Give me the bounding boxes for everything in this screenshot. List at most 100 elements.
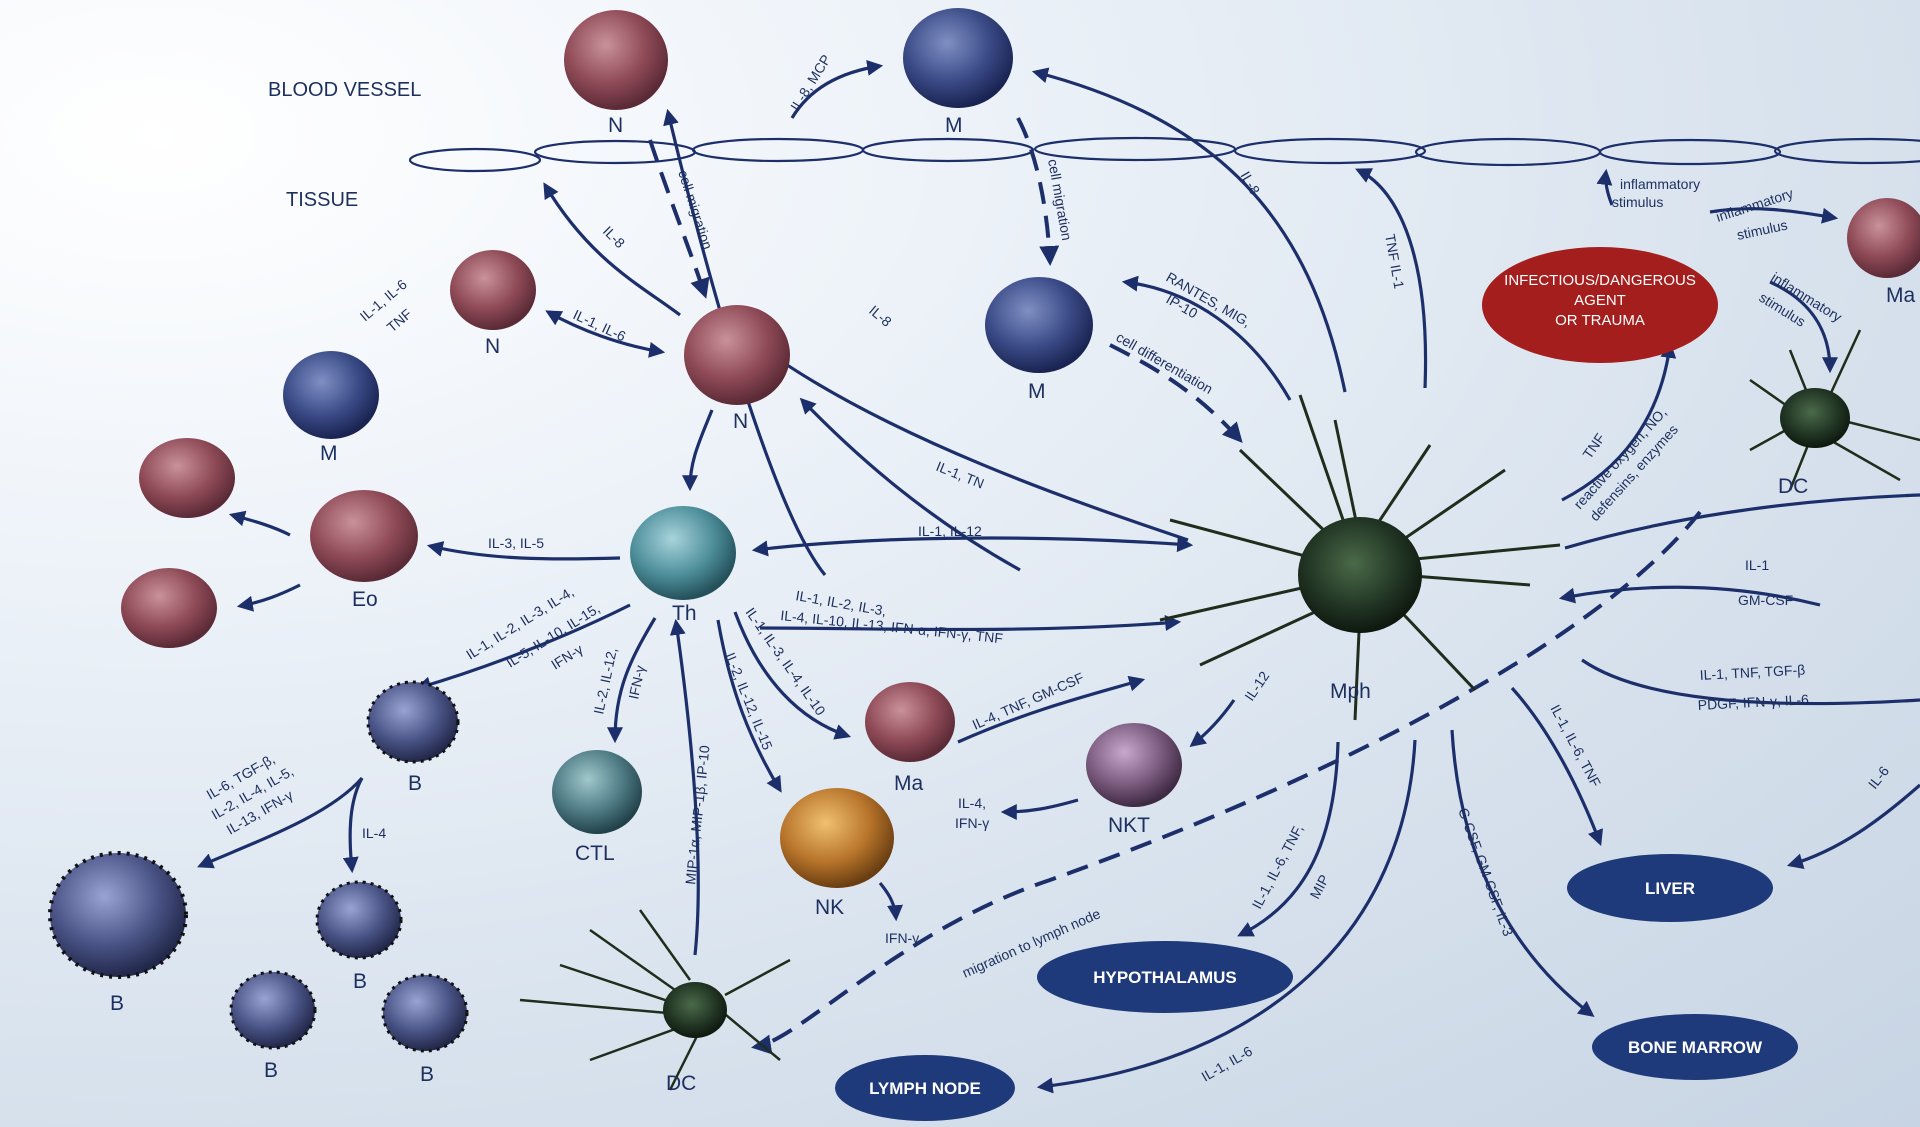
label-nk: NK [815,896,844,919]
label-b-top: B [408,772,422,795]
mast-cell-mid [865,682,955,762]
eosinophil [310,490,418,582]
label-b-bottom-left: B [264,1059,278,1082]
el-il8-m: IL-8 [1237,169,1263,198]
label-n-main: N [733,410,748,433]
label-dc-bottom: DC [666,1072,696,1095]
neutrophil-small [450,250,536,330]
el-cell-migration-1: cell migration [675,168,716,251]
nkt-cell [1086,723,1182,807]
monocyte-vessel [903,8,1013,108]
label-b-mid: B [353,970,367,993]
el-bm: G-CSF, GM-CSF, IL-3 [1455,806,1516,939]
monocyte-left [283,351,379,439]
b-cell-top [368,682,458,762]
el-hypo-1: IL-1, IL-6, TNF, [1249,822,1307,912]
arrow-b-il4 [350,778,362,870]
b-cell-plasma [50,853,186,977]
el-liver: IL-1, IL-6, TNF [1547,702,1604,790]
el-nkt-1: IL-4, [958,795,986,811]
el-nsmall-2: TNF [384,306,415,336]
label-n-vessel: N [608,114,623,137]
neutrophil-vessel [564,10,668,110]
label-eo: Eo [352,588,378,611]
tissue-label: TISSUE [286,189,358,211]
arrow-n-to-th [690,410,712,488]
el-cell-diff: cell differentiation [1114,329,1216,397]
el-th-nk: IL-2, IL-12, IL-15 [722,650,776,752]
lymph-node-label: LYMPH NODE [869,1079,981,1098]
el-mph-nkt: IL-12 [1241,668,1272,704]
infectious-line-3: OR TRAUMA [1555,312,1645,329]
arrow-nk-to-ifn [880,883,896,918]
b-cell-bottom-left [231,972,315,1048]
label-ma-mid: Ma [894,772,923,795]
neutrophil-main [684,305,790,405]
organs: INFECTIOUS/DANGEROUS AGENT OR TRAUMA LIV… [835,247,1798,1121]
el-th-b-3: IFN-γ [548,641,585,673]
arrow-right-upper [1565,495,1920,548]
b-cell-mid [317,882,401,958]
label-n-small: N [485,335,500,358]
el-th-ctl-1: IL-2, IL-12, [590,646,620,716]
el-il8-n: IL-8 [600,223,629,252]
label-b-bottom-right: B [420,1063,434,1086]
label-m-vessel: M [945,114,963,137]
hypothalamus-label: HYPOTHALAMUS [1093,968,1237,987]
b-cell-bottom-right [383,975,467,1051]
el-il6-right: IL-6 [1865,763,1893,792]
arrow-eo-to-gran-bottom [240,585,300,606]
bone-marrow-label: BONE MARROW [1628,1038,1763,1057]
label-th: Th [672,602,697,625]
infectious-line-2: AGENT [1574,292,1626,309]
blood-vessel-wall [410,138,1920,171]
monocyte-tissue [985,277,1093,373]
el-nk-ifn: IFN-γ [885,930,919,946]
el-tnf-agent: TNF [1579,430,1608,461]
nk-cell [780,788,894,888]
infectious-line-1: INFECTIOUS/DANGEROUS [1504,272,1696,289]
cytotoxic-t-cell [552,750,642,834]
el-right-1: IL-1, TNF, TGF-β [1699,661,1805,683]
el-nkt-2: IFN-γ [955,815,989,831]
label-dc-right: DC [1778,475,1808,498]
el-tnf-il1-top: TNF IL-1 [1382,233,1407,290]
liver-label: LIVER [1645,879,1695,898]
el-cell-migration-2: cell migration [1045,158,1075,242]
dendritic-cell-bottom [520,910,790,1090]
el-right-2: PDGF, IFN-γ, IL-6 [1697,691,1809,713]
arrow-il1-tn [802,400,1020,570]
el-gmcsf-right: GM-CSF [1738,592,1793,608]
el-hypo-2: MIP [1307,872,1333,901]
label-ctl: CTL [575,842,615,865]
label-m-tissue: M [1028,380,1046,403]
label-mph: Mph [1330,680,1371,703]
el-b-il4: IL-4 [362,825,386,841]
label-m-left: M [320,442,338,465]
arrow-il6-right [1790,785,1920,865]
label-nkt: NKT [1108,814,1150,837]
mast-cell-right [1847,198,1920,278]
arrow-nkt-to-ifn [1004,800,1078,812]
arrow-mph-to-bone-marrow [1452,730,1592,1015]
el-dc-th: MIP-1α, MIP-1β, IP-10 [682,744,713,885]
el-il1-il12: IL-1, IL-12 [918,523,982,539]
arrow-mph-to-nkt [1192,700,1234,745]
label-ma-right: Ma [1886,284,1915,307]
granulocyte-lower [121,568,217,648]
edge-labels: IL-8, MCP cell migration cell migration … [204,52,1893,1085]
el-il1-il6-pair: IL-1, IL-6 [571,306,629,344]
helper-t-cell [630,506,736,600]
arrow-n-to-nsmall-up [545,185,680,315]
arrow-eo-to-gran-top [232,515,290,535]
el-inflam-1b: stimulus [1612,194,1663,210]
el-il1-right: IL-1 [1745,557,1769,573]
el-inflam-1a: inflammatory [1620,176,1700,192]
dendritic-cell-right [1750,330,1920,490]
dash-cell-migration-m [1018,118,1050,262]
label-b-big: B [110,992,124,1015]
arrow-il8-long [768,352,1188,540]
el-th-mph-2: IL-4, IL-10, IL-13, IFN-α, IFN-γ, TNF [780,607,1004,646]
